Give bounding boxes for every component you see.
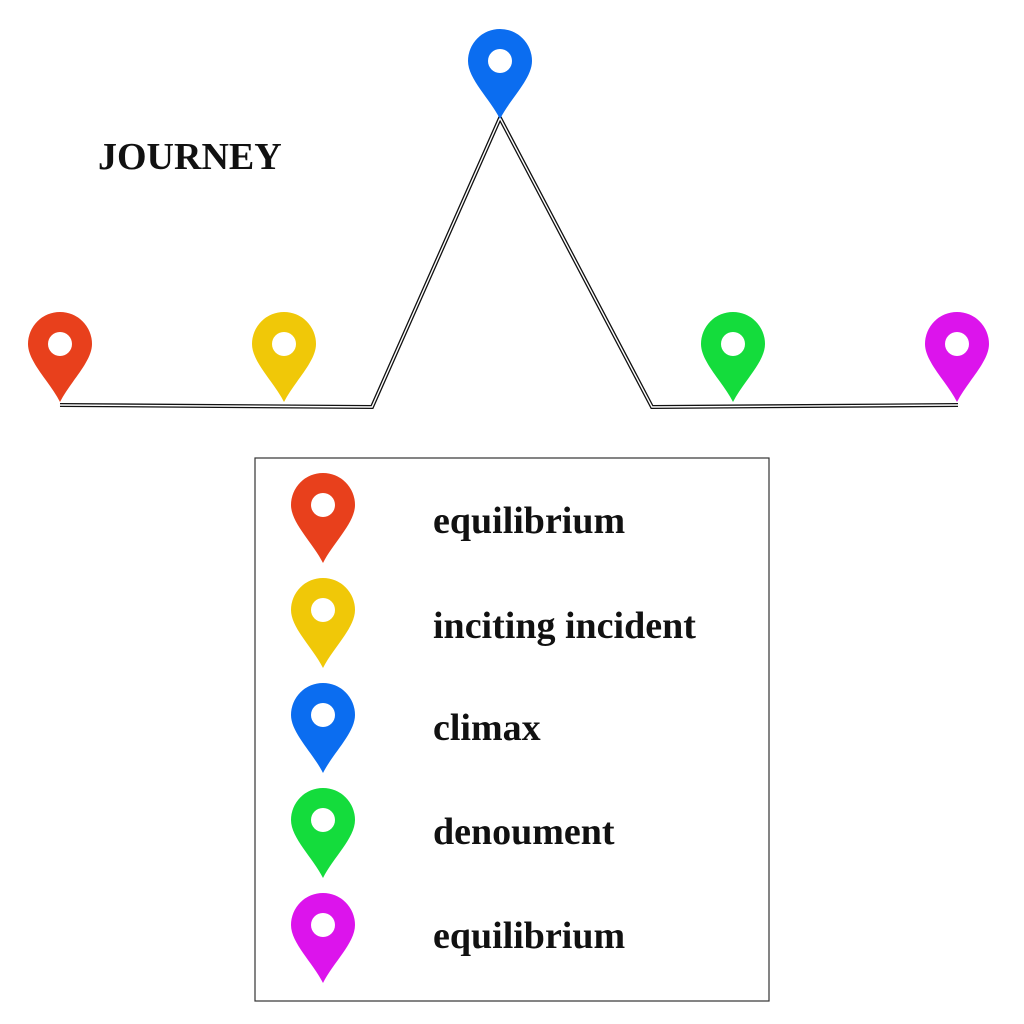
map-pin-icon xyxy=(252,312,316,402)
legend-item-equilibrium-start: equilibrium xyxy=(291,473,625,563)
legend-label: climax xyxy=(433,707,541,749)
legend-item-denoument: denoument xyxy=(291,788,615,878)
pin-equilibrium-end xyxy=(925,312,989,402)
map-pin-icon xyxy=(701,312,765,402)
diagram-title: JOURNEY xyxy=(98,136,282,178)
pin-climax xyxy=(468,29,532,119)
legend-label: equilibrium xyxy=(433,915,625,957)
path-pins xyxy=(28,29,989,402)
pin-equilibrium-start xyxy=(28,312,92,402)
legend: equilibrium inciting incident climax den… xyxy=(254,457,770,1002)
legend-item-inciting-incident: inciting incident xyxy=(291,578,696,668)
legend-label: denoument xyxy=(433,811,615,853)
pin-inciting-incident xyxy=(252,312,316,402)
legend-label: equilibrium xyxy=(433,500,625,542)
pin-denoument xyxy=(701,312,765,402)
map-pin-icon xyxy=(468,29,532,119)
map-pin-icon xyxy=(28,312,92,402)
legend-label: inciting incident xyxy=(433,605,696,647)
legend-item-climax: climax xyxy=(291,683,541,773)
map-pin-icon xyxy=(925,312,989,402)
legend-item-equilibrium-end: equilibrium xyxy=(291,893,625,983)
